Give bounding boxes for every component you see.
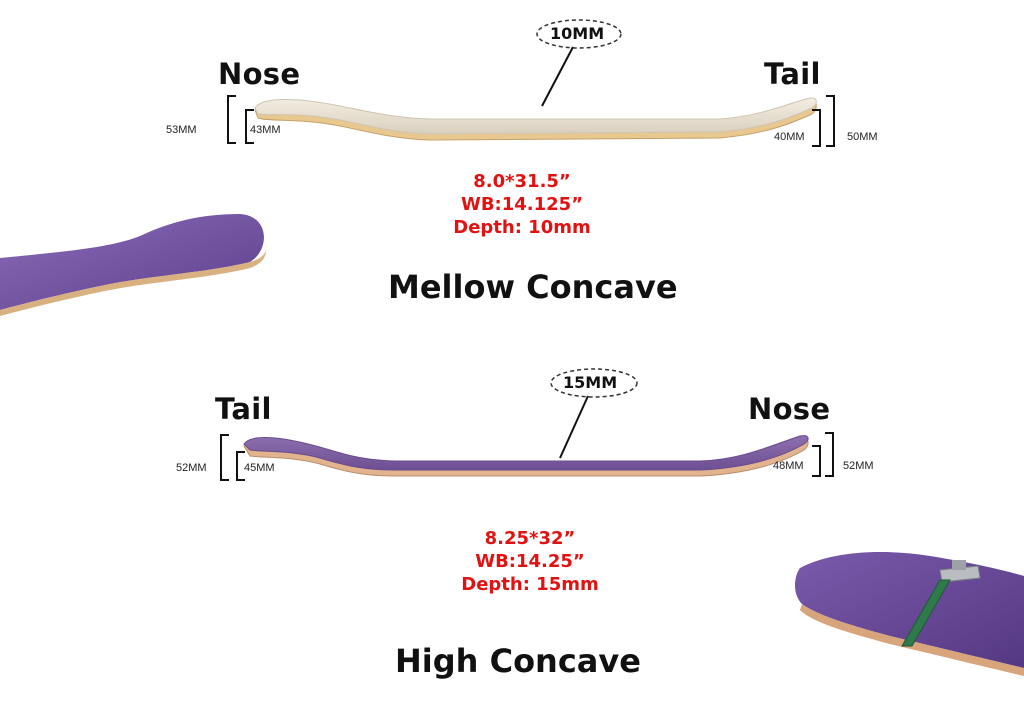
nose-height-brackets-high [812, 432, 834, 477]
high-concave-deck-profile [243, 435, 809, 477]
depth-callout-high [550, 368, 638, 459]
tail-height-brackets-mellow [812, 95, 835, 147]
mellow-nose-closeup-photo [0, 214, 267, 316]
spec-size-mellow: 8.0*31.5” [473, 171, 571, 192]
spec-wheelbase-mellow: WB:14.125” [460, 194, 584, 215]
depth-callout-mellow [536, 19, 622, 107]
mellow-deck-profile [254, 97, 817, 141]
spec-wheelbase-high: WB:14.25” [475, 551, 585, 572]
nose-inner-height-high: 48MM [773, 460, 804, 472]
spec-block-high: 8.25*32” WB:14.25” Depth: 15mm [420, 527, 640, 596]
nose-outer-height-mellow: 53MM [166, 124, 197, 136]
spec-depth-mellow: Depth: 10mm [453, 217, 591, 238]
tail-height-brackets-high [220, 434, 245, 481]
nose-label-high: Nose [748, 392, 831, 426]
high-concave-title: High Concave [395, 642, 641, 680]
high-concave-closeup-photo [795, 552, 1024, 676]
tail-inner-height-high: 45MM [244, 462, 275, 474]
nose-height-brackets-mellow [227, 95, 254, 144]
depth-tag-mellow: 10MM [550, 24, 605, 43]
nose-outer-height-high: 52MM [843, 460, 874, 472]
tail-inner-height-mellow: 40MM [774, 131, 805, 143]
caliper-tool [901, 560, 981, 647]
nose-label-mellow: Nose [218, 57, 301, 91]
spec-size-high: 8.25*32” [484, 528, 576, 549]
depth-tag-high: 15MM [563, 373, 618, 392]
spec-depth-high: Depth: 15mm [461, 574, 599, 595]
tail-label-high: Tail [215, 392, 272, 426]
tail-label-mellow: Tail [764, 57, 821, 91]
mellow-concave-title: Mellow Concave [388, 268, 678, 306]
tail-outer-height-high: 52MM [176, 462, 207, 474]
spec-block-mellow: 8.0*31.5” WB:14.125” Depth: 10mm [412, 170, 632, 239]
nose-inner-height-mellow: 43MM [250, 124, 281, 136]
tail-outer-height-mellow: 50MM [847, 131, 878, 143]
